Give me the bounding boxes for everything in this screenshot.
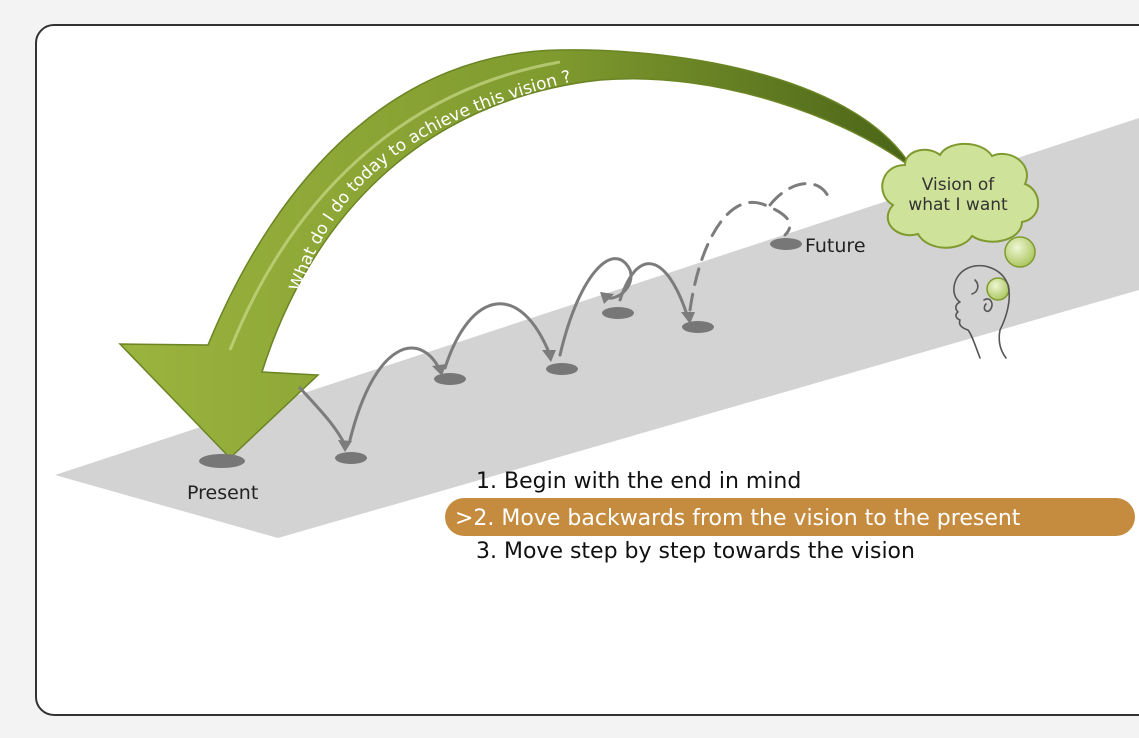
future-label: Future — [805, 235, 866, 257]
hop-arrowheads — [338, 292, 695, 452]
future-stone — [770, 238, 802, 250]
vision-cloud — [881, 142, 1039, 249]
hop-arc-5 — [618, 262, 690, 320]
step-stone-4 — [602, 307, 634, 319]
step-stone-1 — [335, 452, 367, 464]
step-stone-2 — [434, 373, 466, 385]
hop-arrowhead-4 — [600, 292, 614, 304]
step-1: 1. Begin with the end in mind — [476, 469, 801, 494]
step-2-highlighted: >2. Move backwards from the vision to th… — [455, 506, 1021, 531]
vision-cloud-line2: what I want — [908, 195, 1008, 215]
step-stone-3 — [546, 363, 578, 375]
future-dashed-hop — [688, 182, 832, 312]
hop-arrowhead-5 — [681, 312, 695, 324]
step-stone-5 — [682, 321, 714, 333]
present-stone — [199, 454, 245, 468]
step-highlight-band — [445, 498, 1135, 536]
vision-cloud-line1: Vision of — [922, 175, 996, 195]
present-label: Present — [187, 482, 258, 504]
hop-arc-3 — [443, 302, 552, 370]
hop-arrowhead-2 — [432, 364, 446, 376]
hop-arc-1 — [298, 386, 347, 447]
hop-arcs — [298, 257, 690, 447]
thinking-head-icon — [953, 264, 1011, 359]
hop-arrowhead-1 — [338, 440, 352, 452]
hop-arrowhead-3 — [542, 350, 556, 362]
thought-bubble-large — [1004, 236, 1036, 268]
arrow-highlight — [228, 60, 561, 351]
timeline-band — [55, 118, 1139, 538]
hop-arc-2 — [348, 346, 442, 442]
step-3: 3. Move step by step towards the vision — [476, 539, 915, 564]
